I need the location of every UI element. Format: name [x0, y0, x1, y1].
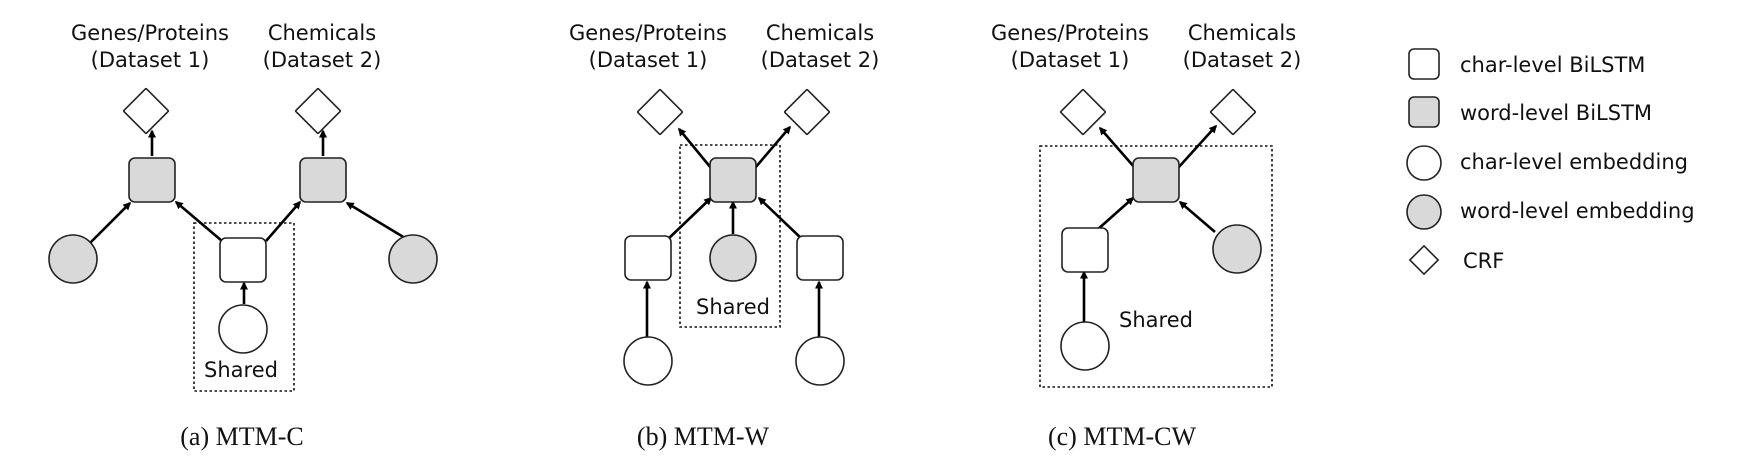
crf-node — [636, 88, 684, 136]
task1-label-line2: (Dataset 1) — [1011, 48, 1130, 72]
edge — [1177, 124, 1218, 169]
caption-b: (b) MTM-W — [637, 422, 770, 451]
panel-mtm-c: Genes/Proteins (Dataset 1) Chemicals (Da… — [48, 21, 438, 451]
legend-char-embedding-label: char-level embedding — [1460, 150, 1688, 174]
task2-label-line2: (Dataset 2) — [1183, 48, 1302, 72]
legend-crf-label: CRF — [1463, 249, 1504, 273]
word-bilstm-node — [128, 157, 176, 203]
shared-label: Shared — [696, 295, 770, 319]
char-bilstm-node — [1061, 227, 1109, 273]
task1-label-line2: (Dataset 1) — [589, 48, 708, 72]
panel-mtm-cw: Genes/Proteins (Dataset 1) Chemicals (Da… — [991, 21, 1301, 451]
char-embedding-node — [623, 336, 673, 386]
word-embedding-node — [1212, 224, 1262, 274]
task1-label-line1: Genes/Proteins — [569, 21, 727, 45]
word-embedding-node — [388, 234, 438, 284]
crf-node — [1209, 88, 1257, 136]
legend-char-bilstm-label: char-level BiLSTM — [1460, 53, 1645, 77]
edge — [677, 127, 713, 169]
char-bilstm-node — [219, 237, 267, 283]
crf-node — [294, 87, 342, 135]
shared-region — [193, 222, 295, 392]
legend-word-bilstm-icon — [1408, 96, 1440, 128]
char-embedding-node — [218, 304, 268, 354]
caption-c: (c) MTM-CW — [1048, 422, 1196, 451]
crf-node — [783, 88, 831, 136]
legend-char-embedding-icon — [1406, 145, 1442, 181]
crf-node — [122, 87, 170, 135]
word-bilstm-node — [709, 157, 757, 203]
edge — [265, 200, 301, 242]
shared-region — [1039, 145, 1273, 388]
word-bilstm-node — [1132, 157, 1180, 203]
edge — [88, 201, 132, 245]
task1-label-line1: Genes/Proteins — [991, 21, 1149, 45]
word-bilstm-node — [299, 157, 347, 203]
legend: char-level BiLSTM word-level BiLSTM char… — [1406, 48, 1695, 276]
char-bilstm-node — [796, 235, 844, 281]
crf-node — [1059, 88, 1107, 136]
caption-a: (a) MTM-C — [180, 422, 303, 451]
word-embedding-node — [48, 234, 98, 284]
legend-word-bilstm-label: word-level BiLSTM — [1460, 101, 1652, 125]
task1-label-line1: Genes/Proteins — [71, 21, 229, 45]
char-embedding-node — [795, 336, 845, 386]
task1-label-line2: (Dataset 1) — [91, 48, 210, 72]
task2-label-line1: Chemicals — [268, 21, 376, 45]
shared-label: Shared — [1119, 308, 1193, 332]
task2-label-line1: Chemicals — [766, 21, 874, 45]
task2-label-line2: (Dataset 2) — [263, 48, 382, 72]
char-embedding-node — [1060, 321, 1110, 371]
task2-label-line2: (Dataset 2) — [761, 48, 880, 72]
char-bilstm-node — [624, 235, 672, 281]
edge — [1178, 201, 1216, 233]
shared-region — [679, 144, 781, 328]
word-embedding-node — [709, 234, 757, 282]
edge — [754, 125, 791, 169]
legend-word-embedding-label: word-level embedding — [1460, 199, 1695, 223]
legend-char-bilstm-icon — [1408, 48, 1440, 80]
legend-word-embedding-icon — [1406, 194, 1442, 230]
shared-label: Shared — [204, 358, 278, 382]
edge — [757, 196, 804, 241]
edge — [174, 201, 223, 242]
panel-mtm-w: Genes/Proteins (Dataset 1) Chemicals (Da… — [569, 21, 879, 451]
edge — [666, 196, 713, 241]
task2-label-line1: Chemicals — [1188, 21, 1296, 45]
edge — [1099, 126, 1136, 169]
legend-crf-icon — [1408, 244, 1440, 276]
